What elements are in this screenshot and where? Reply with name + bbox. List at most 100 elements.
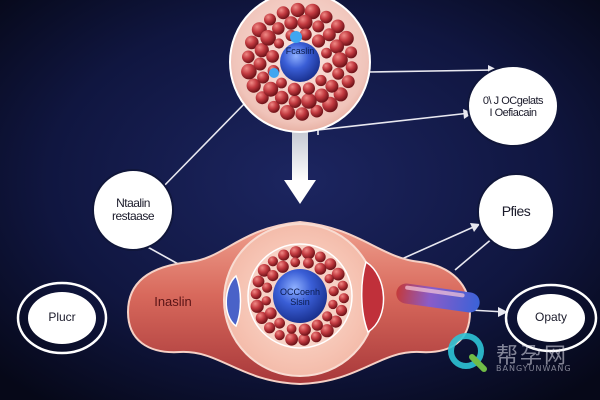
red-cell [314,88,329,103]
red-cell [310,331,322,343]
red-cell [273,38,285,49]
red-cell [276,77,287,89]
top-nucleus [280,42,320,82]
arrowhead-bottom-right [498,307,508,317]
red-cell [297,14,313,30]
center-organ-label: Inaslin [154,294,192,309]
red-cell [267,100,280,113]
top-blue-cell [290,31,302,43]
red-cell [322,28,336,42]
red-cell [324,274,334,284]
arrowhead-right-upper [470,223,480,232]
red-cell [345,46,358,59]
red-cell [311,319,323,331]
red-cell [314,262,327,275]
red-cell [250,288,262,300]
red-cell [332,52,348,68]
red-cell [328,286,339,297]
top-right-label-circle [467,65,559,147]
right-circle-label: Pfies [501,203,531,219]
red-cell [280,105,295,120]
red-cell [274,90,289,105]
watermark-subtext: BANGYUNWANG [496,364,572,373]
center-cluster-label: OCCoenh Slsin [279,287,321,307]
bottom-right-outer-ring [504,283,598,353]
central-organ [126,220,472,386]
red-cell [266,50,279,63]
red-cell [301,246,315,260]
top-right-label: 0\ J OCgelats I Oefiacain [482,95,544,120]
left-lobe [225,274,242,328]
red-cell [338,293,349,304]
bottom-left-outer-ring [16,281,108,355]
red-cell [304,3,321,20]
red-cell [331,19,345,34]
red-cell [263,81,279,97]
red-cell [285,332,298,346]
red-cell [303,257,314,269]
connector-left [159,99,249,191]
red-cell [274,330,285,341]
red-cell [250,299,264,313]
top-blue-cell [269,68,279,78]
tube [396,283,480,313]
red-cell [299,28,312,41]
watermark-text: 帮孕网 [496,344,569,369]
red-cell [272,22,285,35]
red-cell [262,282,273,293]
red-cell [242,50,255,64]
connector-right-upper [394,224,479,263]
red-cell [288,95,302,108]
right-label-circle [477,173,555,251]
top-cluster-label: Fcaslin [285,46,315,56]
watermark-logo-icon [448,333,487,372]
red-cell [341,75,355,89]
red-cell [320,324,334,338]
red-cell [257,71,270,84]
bottom-left-label: Plucr [48,310,76,324]
red-cell [267,270,279,282]
red-cell [267,256,278,267]
top-cell-cluster [229,0,371,133]
red-cell [278,249,290,261]
red-cell [295,107,310,121]
red-cell [274,317,285,329]
red-cell [329,315,342,328]
red-cell [264,13,276,26]
red-cell [260,30,276,46]
bottom-right-label: Opaty [534,310,567,324]
right-lobe [360,260,385,334]
red-cell [252,275,265,288]
red-cell [264,322,276,334]
red-cell [254,43,269,58]
red-cell [311,34,326,48]
red-cell [241,63,257,80]
red-cell [314,251,326,263]
top-cluster-cells [241,2,358,121]
connector-mid-right [317,112,471,131]
red-cell [284,16,298,30]
red-cell [338,30,354,46]
red-cell [335,304,348,317]
red-cell [310,104,324,118]
red-cell [322,62,333,73]
red-cell [337,280,348,291]
red-cell [290,2,305,18]
red-cell [290,257,301,268]
red-cell [253,57,267,71]
red-cell [257,264,271,277]
red-cell [345,61,358,74]
left-circle-label: Ntaalin restaase [111,196,155,224]
bottom-left-label-circle [28,292,96,344]
red-cell [289,246,302,259]
red-cell [261,296,271,306]
red-cell [331,267,345,281]
red-cell [312,20,325,33]
red-cell [315,74,327,87]
red-cell [276,260,289,273]
red-cell [302,82,315,95]
red-cell [325,79,339,93]
red-cell [298,323,311,336]
red-cell [322,311,333,322]
